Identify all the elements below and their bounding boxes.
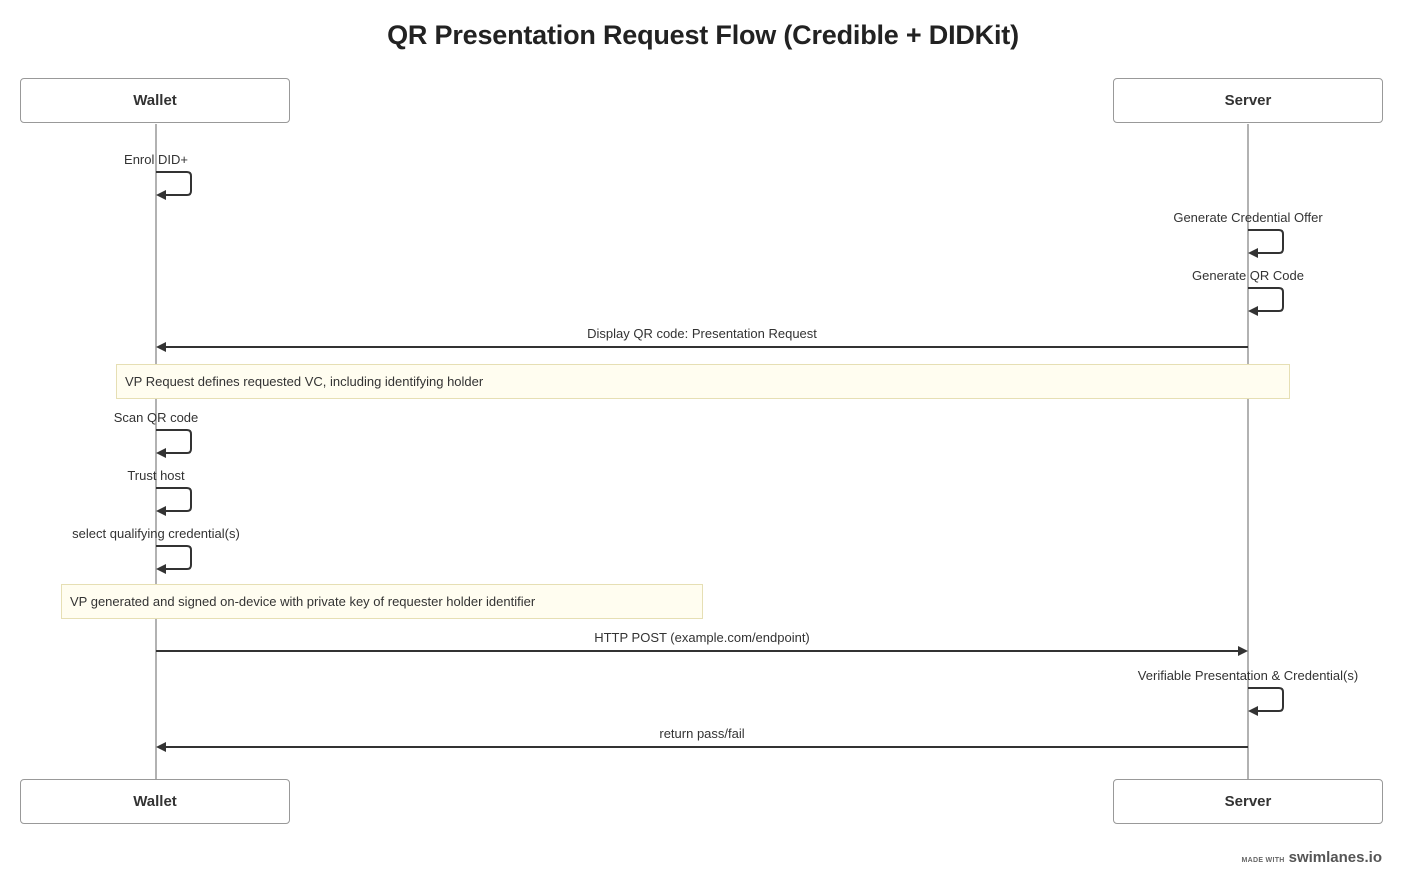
note-vp-generated: VP generated and signed on-device with p… bbox=[61, 584, 703, 619]
brand-name: swimlanes.io bbox=[1288, 849, 1382, 866]
message-arrows bbox=[156, 171, 1284, 752]
message-label-generate-qr-code: Generate QR Code bbox=[1191, 268, 1305, 283]
message-label-verify-presentation: Verifiable Presentation & Credential(s) bbox=[1137, 668, 1359, 683]
message-label-select-credentials: select qualifying credential(s) bbox=[72, 526, 240, 541]
note-vp-request: VP Request defines requested VC, includi… bbox=[116, 364, 1290, 399]
message-label-trust-host: Trust host bbox=[127, 468, 185, 483]
message-arrow-trust-host bbox=[156, 487, 192, 516]
participant-wallet-bottom: Wallet bbox=[20, 779, 290, 824]
participant-server-top: Server bbox=[1113, 78, 1383, 123]
note-vp-generated-text: VP generated and signed on-device with p… bbox=[70, 594, 536, 609]
swimlanes-brand[interactable]: MADE WITH swimlanes.io bbox=[1241, 849, 1382, 866]
message-arrow-scan-qr-code bbox=[156, 429, 192, 458]
message-arrow-generate-credential-offer bbox=[1248, 229, 1284, 258]
message-label-return-result: return pass/fail bbox=[659, 726, 745, 741]
message-arrow-enrol-did bbox=[156, 171, 192, 200]
diagram-title: QR Presentation Request Flow (Credible +… bbox=[387, 20, 1019, 50]
participant-wallet-top: Wallet bbox=[20, 78, 290, 123]
made-with-label: MADE WITH bbox=[1241, 857, 1285, 864]
message-arrow-select-credentials bbox=[156, 545, 192, 574]
message-label-scan-qr-code: Scan QR code bbox=[113, 410, 199, 425]
message-label-http-post: HTTP POST (example.com/endpoint) bbox=[594, 630, 810, 645]
message-label-enrol-did: Enrol DID+ bbox=[124, 152, 188, 167]
message-arrow-generate-qr-code bbox=[1248, 287, 1284, 316]
message-arrow-verify-presentation bbox=[1248, 687, 1284, 716]
note-vp-request-text: VP Request defines requested VC, includi… bbox=[125, 374, 484, 389]
participant-server-bottom: Server bbox=[1113, 779, 1383, 824]
message-label-display-qr-code: Display QR code: Presentation Request bbox=[587, 326, 817, 341]
message-label-generate-credential-offer: Generate Credential Offer bbox=[1173, 210, 1323, 225]
